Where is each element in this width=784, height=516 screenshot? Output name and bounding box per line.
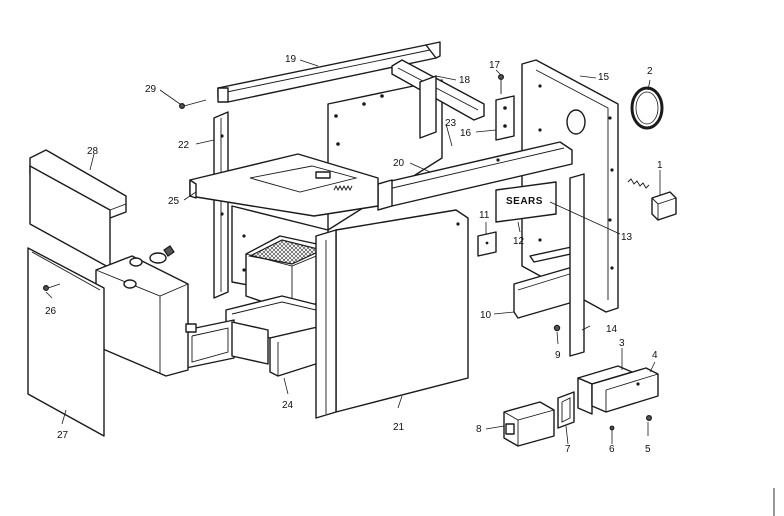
left-side-rail-part-22: [213, 111, 229, 299]
mesh-basket: [245, 235, 327, 313]
callout-10: 10: [480, 310, 492, 321]
ring-part-2: [630, 86, 664, 130]
callout-16: 16: [460, 128, 472, 139]
callout-17: 17: [489, 60, 501, 71]
callout-8: 8: [476, 424, 482, 435]
callout-19: 19: [285, 54, 297, 65]
screw-part-17: [498, 73, 505, 94]
screw-part-5: [645, 415, 652, 422]
callout-7: 7: [565, 444, 571, 455]
screw-part-29: [179, 99, 207, 109]
callout-labels: 1 2 3 4 5 6 7 8 9 10 11 12 13 14 15 16 1…: [45, 54, 663, 455]
control-housing-part-4: [591, 367, 659, 413]
screw-part-26: [42, 283, 61, 292]
spring-coil: [333, 184, 353, 192]
bracket-part-18: [391, 59, 485, 139]
callout-26: 26: [45, 306, 57, 317]
callout-25: 25: [168, 196, 180, 207]
callout-15: 15: [598, 72, 610, 83]
knob-part-1: [627, 178, 677, 221]
callout-27: 27: [57, 430, 69, 441]
front-door-part-21: [315, 209, 469, 419]
callout-23: 23: [445, 118, 457, 129]
nameplate-part-12: SEARS: [495, 181, 557, 223]
callout-12: 12: [513, 236, 525, 247]
callout-6: 6: [609, 444, 615, 455]
callout-4: 4: [652, 350, 658, 361]
drawer-part-24: [225, 295, 323, 377]
mount-bracket-part-16: [495, 95, 515, 141]
side-door-part-27: [27, 247, 105, 437]
vertical-strip-part-14: [569, 173, 585, 357]
callout-3: 3: [619, 338, 625, 349]
base-tray: [185, 319, 269, 369]
fitting: [129, 245, 175, 267]
leader-lines: [45, 59, 661, 445]
clip-part-7: [557, 391, 575, 429]
switch-box-part-8: [503, 401, 555, 447]
callout-13: 13: [621, 232, 633, 243]
callout-18: 18: [459, 75, 471, 86]
callout-5: 5: [645, 444, 651, 455]
callout-1: 1: [657, 160, 663, 171]
top-rail-part-19: [217, 41, 441, 103]
callout-20: 20: [393, 158, 405, 169]
callout-14: 14: [606, 324, 618, 335]
callout-28: 28: [87, 146, 99, 157]
sears-logo: SEARS: [506, 196, 543, 207]
callout-2: 2: [647, 66, 653, 77]
callout-29: 29: [145, 84, 157, 95]
callout-22: 22: [178, 140, 190, 151]
callout-24: 24: [282, 400, 294, 411]
callout-11: 11: [479, 210, 490, 221]
screw-part-9: [553, 324, 561, 332]
access-panel-part-28: [29, 149, 127, 269]
left-housing: [95, 245, 197, 377]
small-plate-part-11: [477, 231, 497, 257]
callout-21: 21: [393, 422, 405, 433]
callout-9: 9: [555, 350, 561, 361]
screw-part-6: [609, 425, 615, 431]
